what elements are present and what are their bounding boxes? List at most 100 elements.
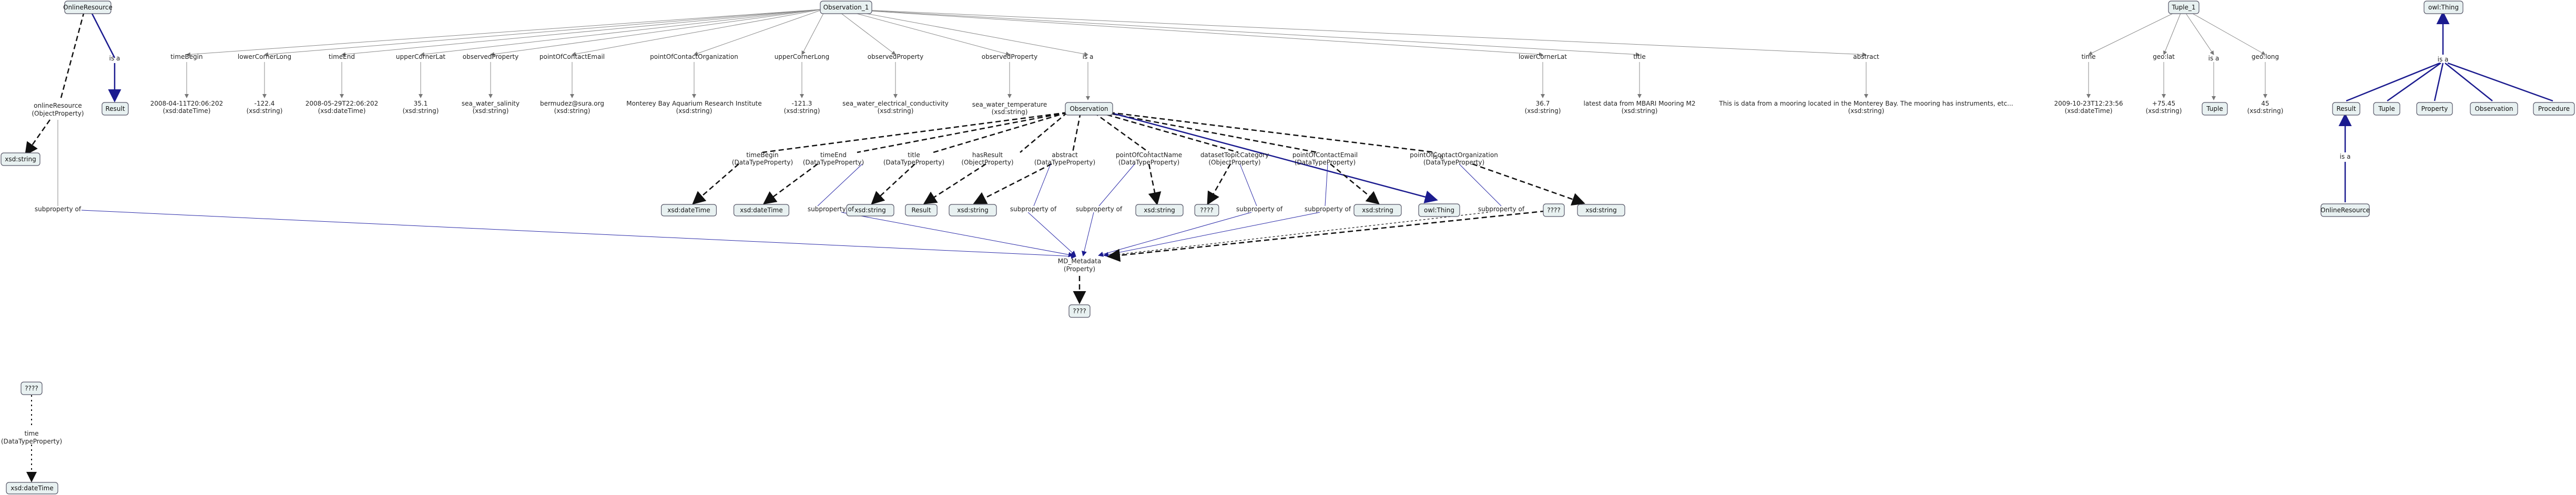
class-prop-range-label: xsd:string xyxy=(1585,207,1616,214)
tuple-isa-label: is a xyxy=(2208,55,2219,62)
observation-prop-type: (xsd:string) xyxy=(1525,107,1561,115)
node-unknown-bottom[interactable]: ???? xyxy=(1068,304,1091,318)
class-prop-name: title xyxy=(908,151,920,159)
observation-prop-type: (xsd:dateTime) xyxy=(163,107,211,115)
node-online-resource-top[interactable]: OnlineResource xyxy=(63,1,113,14)
online-resource-top-label: OnlineResource xyxy=(63,4,113,11)
class-prop-range-label: xsd:string xyxy=(854,207,885,214)
class-prop-range[interactable]: xsd:dateTime xyxy=(733,204,789,216)
observation-isa-label: is a xyxy=(1083,53,1094,60)
observation-prop-value: 35.1 xyxy=(414,100,428,107)
owl-procedure-label: Procedure xyxy=(2538,105,2570,112)
class-prop-kind: (DataTypeProperty) xyxy=(1034,159,1095,166)
class-prop-range-label: Result xyxy=(911,207,931,214)
node-owl-onlineresource[interactable]: OnlineResource xyxy=(2320,203,2370,217)
observation-prop-type: (xsd:dateTime) xyxy=(318,107,366,115)
observation-top-label: Observation_1 xyxy=(823,4,869,11)
node-md-metadata[interactable]: MD_Metadata (Property) xyxy=(1058,257,1101,273)
subproperty-label: subproperty of xyxy=(1236,205,1283,213)
observation-prop-name: pointOfContactEmail xyxy=(539,53,605,60)
node-observation-mid[interactable]: Observation xyxy=(1065,102,1113,116)
class-prop-range[interactable]: xsd:string xyxy=(846,204,894,216)
node-owl-result[interactable]: Result xyxy=(2332,102,2360,116)
class-prop-kind: (DataTypeProperty) xyxy=(732,159,793,166)
class-prop-kind: (ObjectProperty) xyxy=(961,159,1013,166)
owl-property-label: Property xyxy=(2421,105,2448,112)
owl-isa-label: is a xyxy=(2438,56,2449,63)
class-prop-range[interactable]: xsd:string xyxy=(949,204,997,216)
tuple-prop-value: 2009-10-23T12:23:56 xyxy=(2054,100,2123,107)
class-prop-name: abstract xyxy=(1052,151,1078,159)
class-prop-range[interactable]: xsd:dateTime xyxy=(660,204,717,216)
class-prop-name: timeEnd xyxy=(820,151,847,159)
class-prop-kind: (ObjectProperty) xyxy=(1208,159,1260,166)
observation-prop-name: observedProperty xyxy=(463,53,518,60)
observation-prop-type: (xsd:string) xyxy=(554,107,590,115)
observation-class-edges xyxy=(692,111,1585,304)
observation-class-properties: timeBegin(DataTypeProperty)xsd:dateTimet… xyxy=(660,151,1625,216)
observation-prop-value: 2008-05-29T22:06:202 xyxy=(306,100,379,107)
class-prop-name: pointOfContactName xyxy=(1116,151,1182,159)
node-owl-procedure[interactable]: Procedure xyxy=(2533,102,2575,116)
observation-prop-name: lowerCornerLong xyxy=(238,53,291,60)
node-owl-property[interactable]: Property xyxy=(2416,102,2453,116)
observation-prop-value: 36.7 xyxy=(1536,100,1550,107)
node-observation-top[interactable]: Observation_1 xyxy=(820,1,872,14)
tuple-prop-type: (xsd:string) xyxy=(2146,107,2182,115)
observation-prop-type: (xsd:string) xyxy=(473,107,509,115)
xsd-datetime-left-label: xsd:dateTime xyxy=(11,484,53,492)
time-left-kind: (DataTypeProperty) xyxy=(1,438,62,445)
owl-isa-label-2: is a xyxy=(2340,153,2351,160)
result-left-label: Result xyxy=(105,105,125,112)
node-owl-thing-top[interactable]: owl:Thing xyxy=(2424,1,2463,14)
node-xsd-datetime-left[interactable]: xsd:dateTime xyxy=(6,482,58,494)
observation-prop-value: Monterey Bay Aquarium Research Institute xyxy=(626,100,762,107)
observation-prop-name: upperCornerLong xyxy=(775,53,830,60)
tuple-prop-value: +75.45 xyxy=(2152,100,2175,107)
class-prop-range-label: ???? xyxy=(1200,207,1213,214)
tuple-prop-type: (xsd:string) xyxy=(2247,107,2284,115)
node-owl-thing-mid[interactable]: owl:Thing xyxy=(1418,203,1460,217)
tuple-prop-name: geo:long xyxy=(2252,53,2279,60)
class-prop-range-label: xsd:string xyxy=(957,207,988,214)
node-unknown-mid[interactable]: ???? xyxy=(1543,203,1565,217)
observation-prop-name: observedProperty xyxy=(982,53,1037,60)
tuple-edges xyxy=(2086,9,2267,100)
observation-prop-value: sea_water_salinity xyxy=(462,100,520,107)
time-property-left: time (DataTypeProperty) xyxy=(1,430,62,445)
observation-mid-label: Observation xyxy=(1070,105,1108,112)
tuple-prop-type: (xsd:dateTime) xyxy=(2065,107,2113,115)
class-prop-kind: (DataTypeProperty) xyxy=(1423,159,1484,166)
subproperty-label: subproperty of xyxy=(1305,205,1351,213)
owl-thing-edges xyxy=(2338,11,2553,202)
class-prop-kind: (DataTypeProperty) xyxy=(1295,159,1356,166)
owl-thing-mid-label: owl:Thing xyxy=(1424,207,1454,214)
node-owl-tuple[interactable]: Tuple xyxy=(2373,102,2400,116)
observation-prop-value: sea_water_temperature xyxy=(972,101,1047,108)
node-owl-observation[interactable]: Observation xyxy=(2470,102,2518,116)
subproperty-label: subproperty of xyxy=(1010,205,1057,213)
node-tuple-top[interactable]: Tuple_1 xyxy=(2168,1,2200,14)
class-prop-range[interactable]: xsd:string xyxy=(1353,204,1402,216)
class-prop-range[interactable]: xsd:string xyxy=(1135,204,1184,216)
onlineresource-prop-kind: (ObjectProperty) xyxy=(32,110,84,117)
class-prop-range-label: xsd:dateTime xyxy=(740,207,782,214)
observation-prop-value: bermudez@sura.org xyxy=(540,100,604,107)
node-result-left[interactable]: Result xyxy=(101,102,129,116)
md-metadata-name: MD_Metadata xyxy=(1058,257,1101,265)
observation-prop-value: 2008-04-11T20:06:202 xyxy=(150,100,223,107)
node-xsd-string-left[interactable]: xsd:string xyxy=(1,152,40,166)
node-unknown-left[interactable]: ???? xyxy=(21,381,43,395)
class-prop-range[interactable]: Result xyxy=(905,204,938,216)
unknown-bottom-label: ???? xyxy=(1073,307,1086,315)
class-prop-range-label: xsd:dateTime xyxy=(667,207,710,214)
observation-prop-value: -121.3 xyxy=(792,100,812,107)
unknown-left-label: ???? xyxy=(25,385,38,392)
node-tuple-tuple[interactable]: Tuple xyxy=(2202,102,2228,116)
observation-prop-name: timeBegin xyxy=(170,53,202,60)
class-prop-range[interactable]: ???? xyxy=(1194,204,1219,216)
class-prop-range[interactable]: xsd:string xyxy=(1577,204,1625,216)
online-resource-edges xyxy=(25,11,1076,259)
class-prop-range-label: xsd:string xyxy=(1362,207,1393,214)
